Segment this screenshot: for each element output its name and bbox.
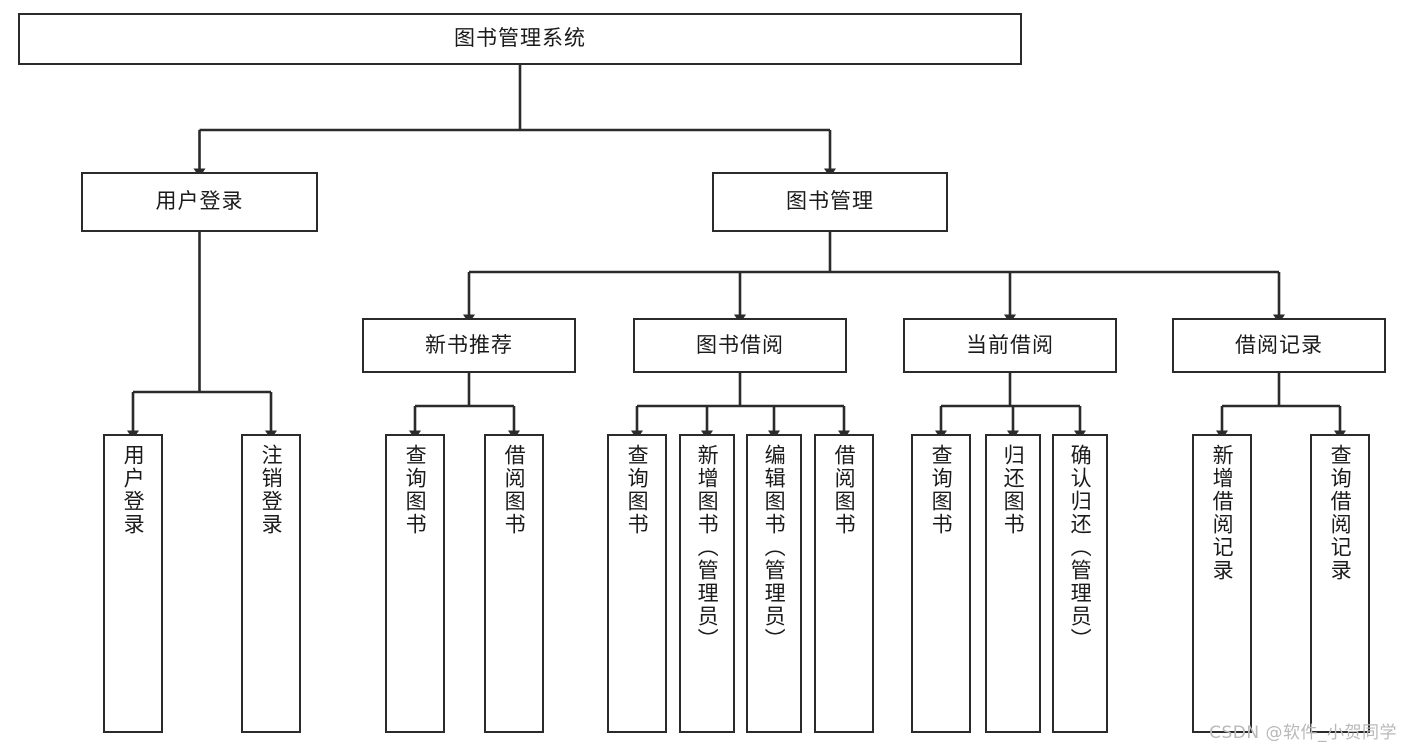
node-level1-user_login-label: 用户登录 (155, 189, 244, 214)
node-leaf-leaf_logout[interactable]: 注销登录 (241, 434, 301, 733)
node-leaf-leaf_add_book[interactable]: 新增图书（管理员） (679, 434, 735, 733)
node-leaf-leaf_add_book-label: 新增图书（管理员） (695, 444, 720, 651)
node-leaf-leaf_query_record-label: 查询借阅记录 (1328, 444, 1353, 582)
node-leaf-leaf_query_book_1[interactable]: 查询图书 (385, 434, 445, 733)
node-level2-new_book_rec[interactable]: 新书推荐 (362, 318, 576, 373)
node-leaf-leaf_confirm_return-label: 确认归还（管理员） (1068, 444, 1093, 651)
node-level1-book_manage-label: 图书管理 (786, 189, 874, 214)
node-leaf-leaf_edit_book-label: 编辑图书（管理员） (762, 444, 787, 651)
node-leaf-leaf_borrow_book_1-label: 借阅图书 (502, 444, 527, 536)
node-level2-new_book_rec-label: 新书推荐 (425, 332, 513, 357)
node-leaf-leaf_query_book_1-label: 查询图书 (403, 444, 428, 536)
node-level2-current_borrow-label: 当前借阅 (966, 332, 1054, 357)
node-level2-current_borrow[interactable]: 当前借阅 (903, 318, 1117, 373)
node-leaf-leaf_edit_book[interactable]: 编辑图书（管理员） (746, 434, 802, 733)
node-leaf-leaf_query_record[interactable]: 查询借阅记录 (1310, 434, 1370, 733)
node-leaf-leaf_return_book[interactable]: 归还图书 (985, 434, 1041, 733)
node-leaf-leaf_borrow_book_2-label: 借阅图书 (832, 444, 857, 536)
node-leaf-leaf_confirm_return[interactable]: 确认归还（管理员） (1052, 434, 1108, 733)
node-leaf-leaf_logout-label: 注销登录 (259, 444, 284, 536)
node-leaf-leaf_add_record[interactable]: 新增借阅记录 (1192, 434, 1252, 733)
node-root[interactable]: 图书管理系统 (18, 13, 1022, 65)
node-leaf-leaf_query_book_2[interactable]: 查询图书 (607, 434, 667, 733)
node-level2-borrow_record[interactable]: 借阅记录 (1172, 318, 1386, 373)
node-leaf-leaf_query_book_3[interactable]: 查询图书 (911, 434, 971, 733)
node-level2-book_borrow-label: 图书借阅 (696, 332, 784, 357)
node-leaf-leaf_return_book-label: 归还图书 (1001, 444, 1026, 536)
node-level2-borrow_record-label: 借阅记录 (1235, 332, 1323, 357)
node-level1-book_manage[interactable]: 图书管理 (712, 172, 948, 232)
csdn-watermark: CSDN @软件_小贺同学 (1209, 723, 1397, 743)
node-level2-book_borrow[interactable]: 图书借阅 (633, 318, 847, 373)
node-root-label: 图书管理系统 (454, 26, 586, 51)
node-leaf-leaf_user_login[interactable]: 用户登录 (103, 434, 163, 733)
node-leaf-leaf_query_book_3-label: 查询图书 (929, 444, 954, 536)
node-leaf-leaf_add_record-label: 新增借阅记录 (1210, 444, 1235, 582)
node-leaf-leaf_user_login-label: 用户登录 (121, 444, 146, 536)
node-level1-user_login[interactable]: 用户登录 (81, 172, 318, 232)
node-leaf-leaf_borrow_book_1[interactable]: 借阅图书 (484, 434, 544, 733)
node-leaf-leaf_query_book_2-label: 查询图书 (625, 444, 650, 536)
node-leaf-leaf_borrow_book_2[interactable]: 借阅图书 (814, 434, 874, 733)
